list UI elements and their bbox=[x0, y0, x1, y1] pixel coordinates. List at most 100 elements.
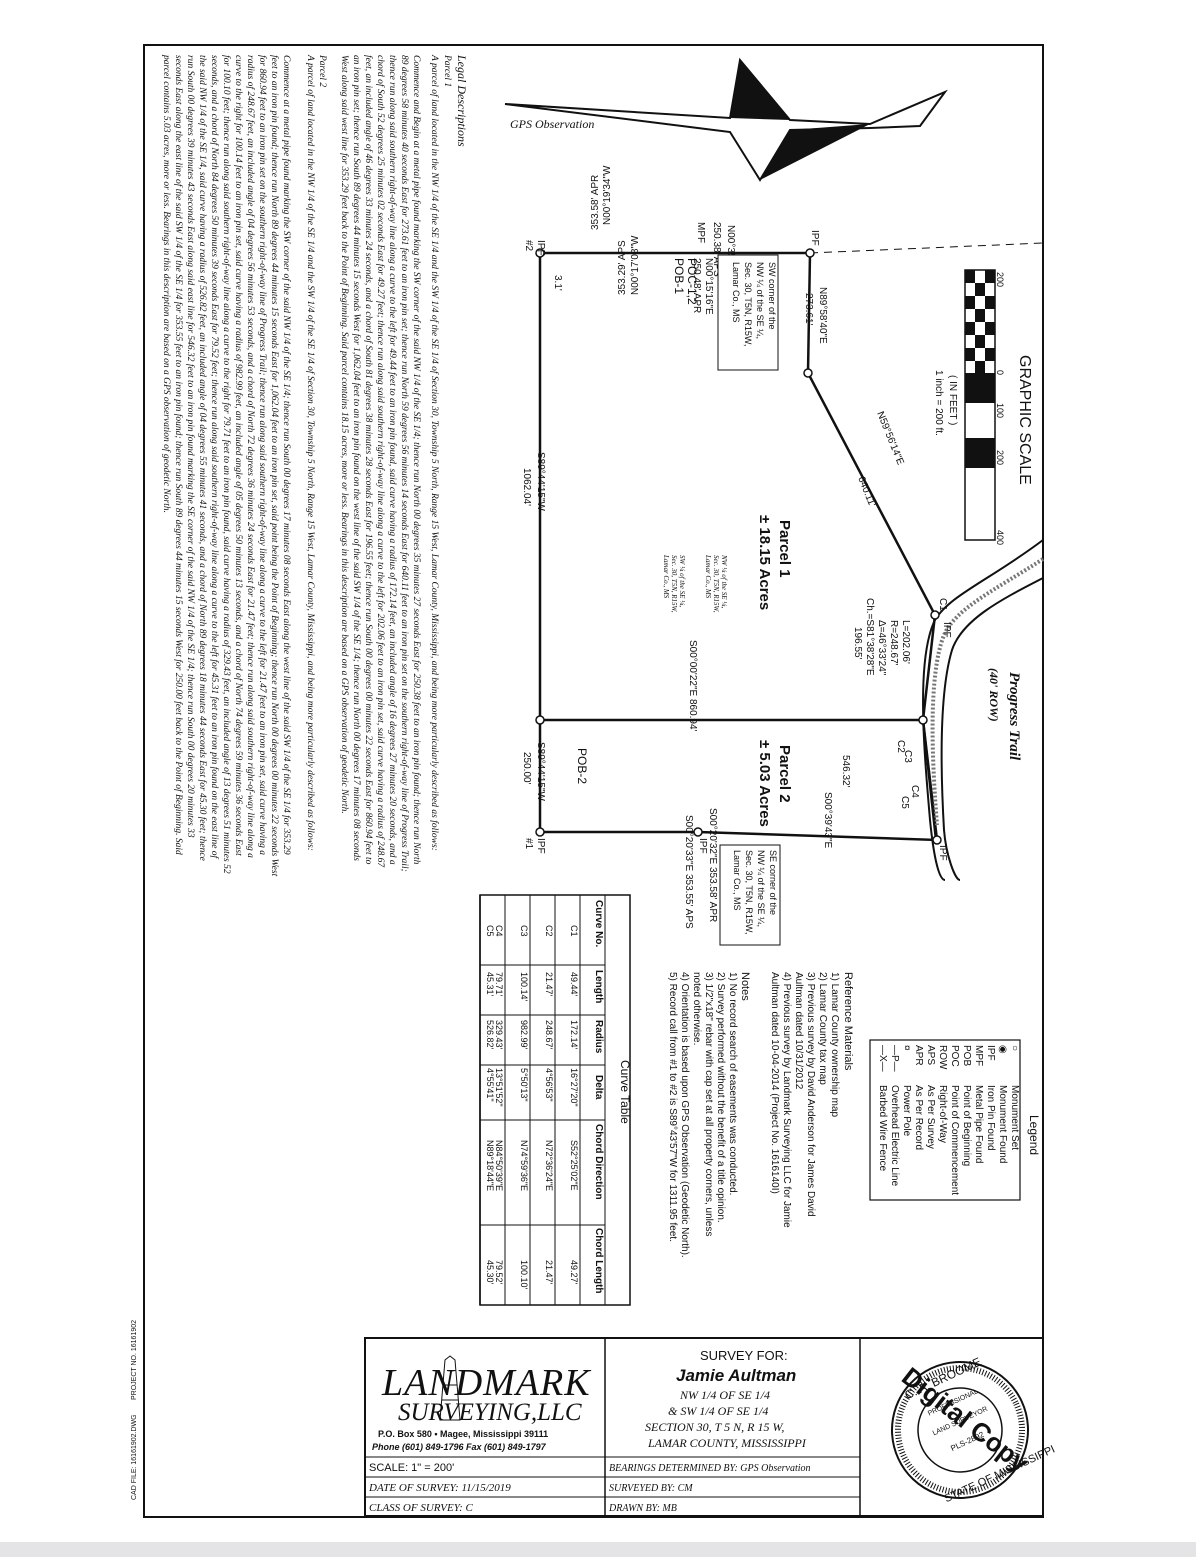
scale-tick: 0 bbox=[995, 370, 1005, 375]
reference-item: Aultman dated 10/31/2012 bbox=[793, 972, 804, 1090]
call-east-top: 546.32' bbox=[840, 755, 851, 788]
company-phone: Phone (601) 849-1796 Fax (601) 849-1797 bbox=[372, 1442, 547, 1452]
legend-text: Power Pole bbox=[901, 1085, 912, 1137]
note-item: 1) No record search of easements was con… bbox=[727, 972, 738, 1195]
call-sw-aps-brg: N00°17'08"W bbox=[630, 235, 641, 295]
curve-table-cell: 4°55'41" bbox=[485, 1068, 495, 1102]
point-labels: IPF MPF POC-1,2 POB-1 POB-2 IPF #2 IPF #… bbox=[523, 222, 952, 861]
poc-pob-label: POC-1,2 bbox=[685, 258, 699, 305]
se-corner-note: SE corner of the NW ¼ of the SE ¼, Sec. … bbox=[719, 844, 781, 946]
parcel2-line: parcel contains 5.03 acres, more or less… bbox=[161, 54, 172, 513]
curve-table-cell: 5°50'13" bbox=[519, 1068, 529, 1102]
curve-table-cell: 45.30' bbox=[485, 1260, 495, 1285]
point-2-label: #2 bbox=[523, 240, 534, 252]
road-name: Progress Trail bbox=[1006, 672, 1022, 761]
note-item: noted otherwise. bbox=[691, 972, 702, 1045]
curve-table-row: C1 49.44' 172.14' 16°27'20" S52°25'02"E … bbox=[569, 925, 579, 1285]
call-p2-bottom-dist: 250.00' bbox=[521, 752, 532, 785]
reference-item: 1) Lamar County ownership map bbox=[829, 972, 840, 1118]
boundary-calls: N00°35'27"E 250.38' APS N00°15'16"E 250.… bbox=[521, 165, 906, 929]
monument-found-icon bbox=[693, 827, 703, 837]
ipf-label: IPF bbox=[941, 622, 952, 638]
section-line bbox=[809, 242, 1044, 254]
parcel1-area: ± 18.15 Acres bbox=[756, 515, 773, 610]
company-logo: LANDMARK SURVEYING,LLC P.O. Box 580 • Ma… bbox=[372, 1355, 591, 1452]
parcel2-intro: A parcel of land located in the NW 1/4 o… bbox=[305, 54, 316, 851]
curve-table-cell: 248.67' bbox=[544, 1020, 554, 1050]
parcel2-line: for 100.10 feet; thence run along said s… bbox=[221, 55, 232, 874]
company-name-line1: LANDMARK bbox=[381, 1362, 591, 1404]
call-gap: 3.1' bbox=[552, 275, 563, 291]
quarter-line: NW ¼ of the SE ¼, bbox=[720, 554, 728, 609]
note-item: 4) Orientation is based upon GPS Observa… bbox=[679, 972, 690, 1258]
curve-table-title: Curve Table bbox=[618, 1060, 632, 1124]
note-line: Sec. 30, T5N, R15W, bbox=[744, 850, 754, 934]
ipf-label: IPF bbox=[697, 838, 708, 854]
note-item: 5) Record call from #1 to #2 is S89°43'5… bbox=[667, 972, 678, 1242]
graphic-scale: GRAPHIC SCALE bbox=[933, 269, 1033, 545]
gps-north-arrow: GPS Observation bbox=[504, 57, 948, 182]
curve-table-cell: 79.52' bbox=[494, 1260, 504, 1285]
curve-table-cell: C2 bbox=[544, 925, 554, 937]
parcel2-line: Commence at a metal pipe found marking t… bbox=[281, 55, 292, 855]
legend-text: Monument Set bbox=[1009, 1085, 1020, 1150]
curve-table-cell: N84°50'39"E bbox=[494, 1140, 504, 1191]
parcel1-intro: A parcel of land located in the NW 1/4 o… bbox=[429, 54, 440, 851]
curve-table-header: Delta bbox=[593, 1075, 604, 1100]
curve-table-cell: C5 bbox=[485, 925, 495, 937]
notes-title: Notes bbox=[739, 972, 751, 1001]
note-line: SE corner of the bbox=[768, 850, 778, 915]
scale-tick: 200 bbox=[995, 272, 1005, 287]
parcel1-line: chord of South 52 degrees 25 minutes 02 … bbox=[375, 55, 386, 868]
references-title: Reference Materials bbox=[842, 972, 854, 1071]
monument-set-icon bbox=[803, 368, 813, 378]
call-bottom-brg: S89°44'15"W bbox=[535, 452, 546, 511]
parcel2-boundary bbox=[538, 719, 939, 842]
parcel2-line: feet to an iron pin found; thence run No… bbox=[269, 55, 280, 877]
company-name-line2: SURVEYING,LLC bbox=[398, 1399, 582, 1426]
legend-text: Monument Found bbox=[997, 1085, 1008, 1163]
monument-set-icon bbox=[930, 610, 940, 620]
scale-ratio: 1 inch = 200 ft. bbox=[933, 370, 944, 436]
client-name: Jamie Aultman bbox=[676, 1366, 796, 1385]
curve-table-cell: C1 bbox=[569, 925, 579, 937]
curve-table-cell: N74°59'36"E bbox=[519, 1140, 529, 1191]
parcel2-line: seconds, and a chord of North 84 degrees… bbox=[209, 55, 220, 860]
legal-title: Legal Descriptions bbox=[455, 54, 469, 147]
curve-table-cell: N72°36'24"E bbox=[544, 1140, 554, 1191]
legend-text: As Per Record bbox=[913, 1085, 924, 1150]
curve-table-cell: 172.14' bbox=[569, 1020, 579, 1050]
call-north-apr-dist: 250.48' APR bbox=[691, 258, 702, 313]
curve-table-cell: 982.99' bbox=[519, 1020, 529, 1050]
legend-text: Iron Pin Found bbox=[985, 1085, 996, 1151]
scale-field: SCALE: 1" = 200' bbox=[369, 1462, 454, 1474]
parcel1-line: Commence and Begin at a metal pipe found… bbox=[411, 55, 422, 865]
legend-symbol: IPF bbox=[985, 1045, 996, 1061]
call-divider: S00°00'22"E 860.94' bbox=[687, 640, 698, 732]
curve-table-cell: 21.47' bbox=[544, 1260, 554, 1285]
point-1-label: #1 bbox=[523, 838, 534, 850]
corner-monuments bbox=[535, 248, 942, 845]
legal-descriptions: Legal Descriptions Parcel 1 A parcel of … bbox=[161, 54, 469, 877]
curve-table-header: Chord Direction bbox=[593, 1124, 604, 1200]
curve-table-row: C3 100.14' 982.99' 5°50'13" N74°59'36"E … bbox=[519, 925, 529, 1290]
monument-found-icon bbox=[535, 827, 545, 837]
progress-trail-road: Progress Trail (40' ROW) bbox=[922, 539, 1045, 881]
reference-item: 4) Previous survey by Landmark Surveying… bbox=[781, 972, 792, 1228]
legend-text: Metal Pipe Found bbox=[973, 1085, 984, 1163]
note-line: Lamar Co., MS bbox=[731, 262, 741, 323]
legend-text: Right-of-Way bbox=[937, 1085, 948, 1143]
surveyed-by-field: SURVEYED BY: CM bbox=[609, 1483, 693, 1494]
legend-symbol: ¤ bbox=[901, 1045, 912, 1051]
legend: Legend ○ Monument Set ◉ Monument Found I… bbox=[869, 1039, 1041, 1201]
curve-data-block: L=202.06' R=248.67' Δ=46°33'24" Ch.=S81°… bbox=[852, 598, 911, 676]
call-east-top-brg: S00°39'43"E bbox=[822, 792, 833, 848]
property-desc-line: LAMAR COUNTY, MISSISSIPPI bbox=[647, 1436, 807, 1450]
call-north-aps: N00°35'27"E bbox=[725, 225, 736, 282]
curve-table: Curve Table Curve No. Length Radius Delt… bbox=[479, 894, 632, 1306]
call-diagonal-dist: 640.11' bbox=[855, 475, 877, 509]
curve-table-row: C4 79.71' 329.43' 13°51'52" N84°50'39"E … bbox=[494, 925, 504, 1285]
curve-table-cell: 49.27' bbox=[569, 1260, 579, 1285]
